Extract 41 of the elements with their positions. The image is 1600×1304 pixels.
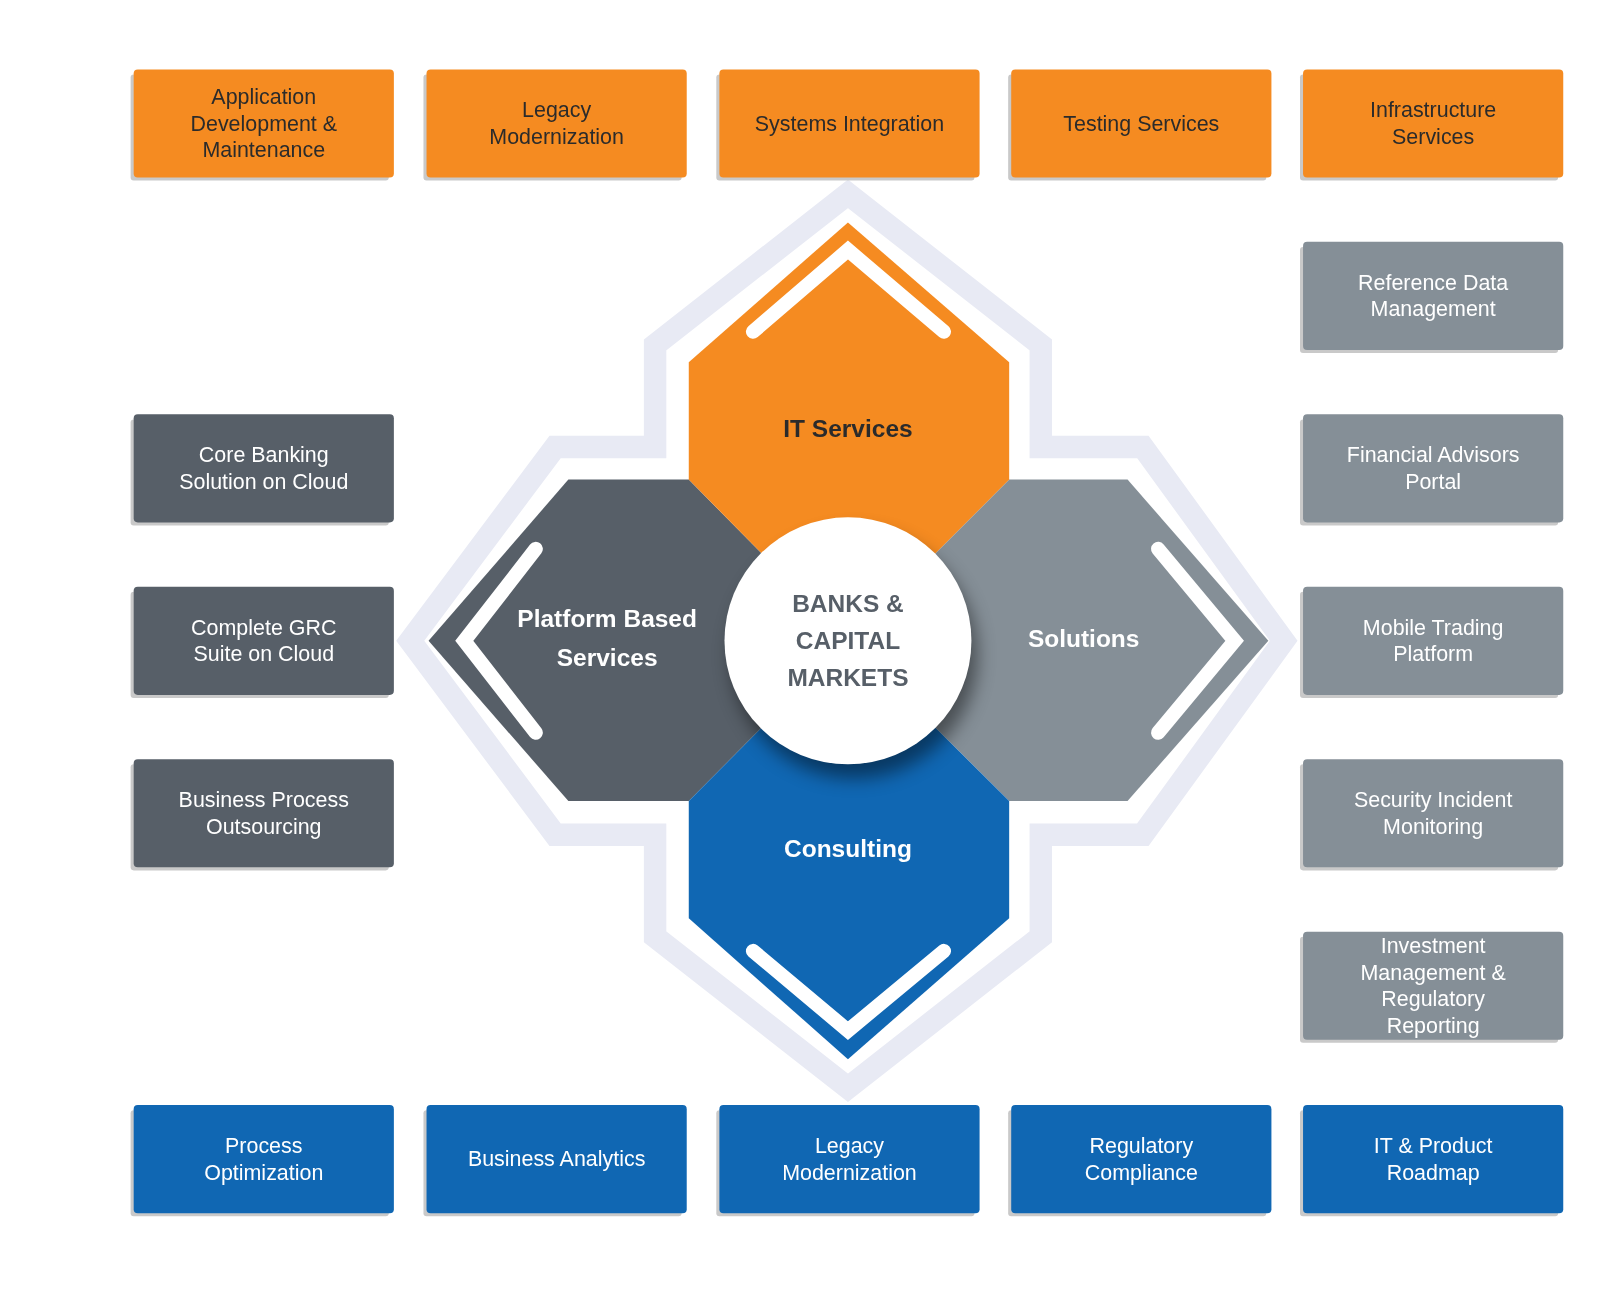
node-label: BANKS & CAPITAL MARKETS bbox=[786, 588, 910, 693]
service-box bbox=[133, 586, 394, 695]
node-label: Infrastructure Services bbox=[1369, 96, 1498, 150]
service-box bbox=[1303, 586, 1564, 695]
node-label: Regulatory Compliance bbox=[1083, 1132, 1199, 1186]
node-label: Complete GRC Suite on Cloud bbox=[190, 614, 338, 668]
node-label: Reference Data Management bbox=[1357, 269, 1510, 323]
node-label: Investment Management & Regulatory Reporting bbox=[1359, 932, 1507, 1040]
service-box bbox=[133, 414, 394, 523]
service-box bbox=[719, 1105, 980, 1214]
node-label: Financial Advisors Portal bbox=[1345, 441, 1521, 495]
node-label: Application Development & Maintenance bbox=[189, 83, 338, 164]
service-box bbox=[1303, 759, 1564, 868]
service-box bbox=[426, 69, 687, 178]
node-label: Mobile Trading Platform bbox=[1361, 614, 1505, 668]
service-box bbox=[133, 759, 394, 868]
node-label: IT & Product Roadmap bbox=[1372, 1132, 1494, 1186]
service-box bbox=[133, 1105, 394, 1214]
service-box bbox=[1303, 241, 1564, 350]
node-label: Process Optimization bbox=[203, 1132, 325, 1186]
node-label: Systems Integration bbox=[754, 110, 945, 137]
node-label: Business Process Outsourcing bbox=[177, 786, 350, 841]
node-label: Consulting bbox=[784, 833, 912, 865]
node-label: Core Banking Solution on Cloud bbox=[178, 441, 350, 495]
service-box bbox=[1303, 931, 1564, 1040]
service-box bbox=[1303, 414, 1564, 523]
node-label: Platform Based Services bbox=[516, 603, 698, 674]
node-label: Security Incident Monitoring bbox=[1352, 786, 1514, 841]
service-box bbox=[1011, 1105, 1272, 1214]
node-label: Solutions bbox=[1027, 623, 1140, 654]
node-label: Business Analytics bbox=[467, 1145, 646, 1173]
service-box bbox=[719, 69, 980, 178]
service-box bbox=[1303, 69, 1564, 178]
node-label: Testing Services bbox=[1063, 110, 1220, 137]
service-box bbox=[1011, 69, 1272, 178]
node-label: Legacy Modernization bbox=[781, 1132, 918, 1186]
node-label: IT Services bbox=[783, 413, 913, 444]
service-box bbox=[1303, 1105, 1564, 1214]
service-box bbox=[133, 69, 394, 178]
node-label: Legacy Modernization bbox=[488, 96, 625, 150]
service-box bbox=[426, 1105, 687, 1214]
